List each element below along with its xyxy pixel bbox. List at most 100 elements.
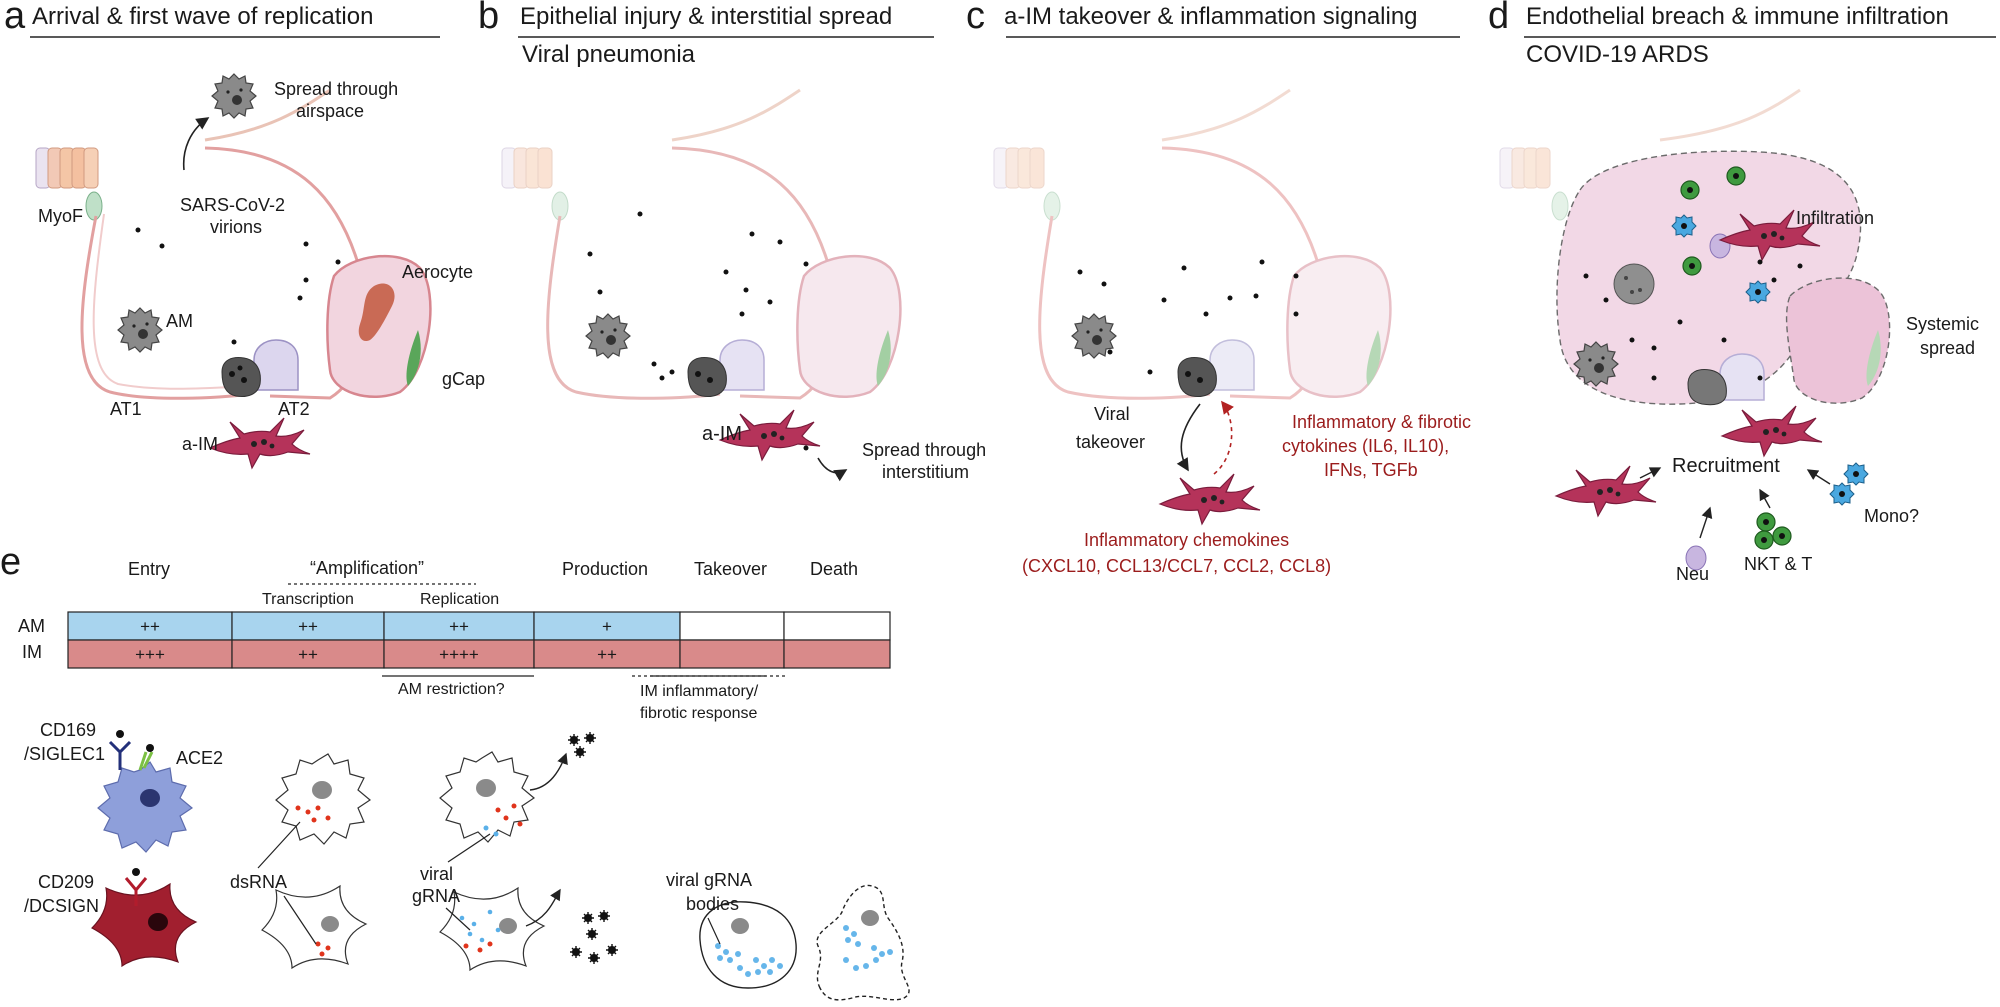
aim-label-a: a-IM xyxy=(182,434,218,454)
im-response-line2: fibrotic response xyxy=(640,705,757,722)
table-cell-value: ++ xyxy=(597,645,617,664)
am-restriction-label: AM restriction? xyxy=(398,681,505,698)
table-cell xyxy=(533,639,681,669)
panel-b: b Epithelial injury & interstitial sprea… xyxy=(478,0,986,482)
row-label-im: IM xyxy=(22,642,42,662)
myof-cell xyxy=(85,191,103,221)
at2-cell-c xyxy=(1177,339,1255,397)
panel-d-letter: d xyxy=(1488,0,1509,37)
dsrna-label: dsRNA xyxy=(230,872,287,892)
chemokines-line1: Inflammatory chemokines xyxy=(1084,530,1289,550)
neu-label: Neu xyxy=(1676,564,1709,584)
panel-c-title: a-IM takeover & inflammation signaling xyxy=(1004,3,1418,30)
cytokines-line1: Inflammatory & fibrotic xyxy=(1292,412,1471,432)
panel-a-title: Arrival & first wave of replication xyxy=(32,3,373,30)
neutrophil-recruit xyxy=(1685,545,1707,571)
panel-b-subtitle: Viral pneumonia xyxy=(522,41,696,68)
im-response-line1: IM inflammatory/ xyxy=(640,683,759,700)
airspace-virions-c xyxy=(1077,259,1299,375)
table-cell-value: ++ xyxy=(298,617,318,636)
amplification-label: “Amplification” xyxy=(310,558,424,578)
at2-label: AT2 xyxy=(278,399,310,419)
at2-cell-b xyxy=(687,339,765,397)
grna-bodies-line2: bodies xyxy=(686,894,739,914)
cd169-line1: CD169 xyxy=(40,720,96,740)
virions-line1: SARS-CoV-2 xyxy=(180,195,285,215)
viral-grna-line1: viral xyxy=(420,864,453,884)
at2-cell-d xyxy=(1687,353,1765,406)
spread-interstitium-line1: Spread through xyxy=(862,440,986,460)
panel-e: e “Amplification” Entry Transcription Re… xyxy=(0,541,910,1001)
virions-line2: virions xyxy=(210,217,262,237)
panel-a: a Arrival & first wave of replication xyxy=(4,0,485,469)
infiltration-label: Infiltration xyxy=(1796,208,1874,228)
spread-airspace-line1: Spread through xyxy=(274,79,398,99)
panel-b-letter: b xyxy=(478,0,499,37)
im-transcription-cell xyxy=(261,884,368,970)
airspace-virions-b xyxy=(587,211,809,451)
am-entry-cell xyxy=(97,730,194,853)
released-virions-im xyxy=(569,909,619,965)
im-death-cell xyxy=(816,884,910,1001)
systemic-line1: Systemic xyxy=(1906,314,1979,334)
table-cell-value: +++ xyxy=(135,645,165,664)
spread-arrow-a xyxy=(182,117,210,171)
panel-b-title: Epithelial injury & interstitial spread xyxy=(520,3,892,30)
table-cell-value: ++++ xyxy=(439,645,479,664)
epithelium-cells xyxy=(35,147,103,221)
aim-label-b: a-IM xyxy=(702,423,742,445)
stage-replication: Replication xyxy=(420,591,499,608)
damaged-cell xyxy=(1613,263,1655,305)
table-cell xyxy=(67,639,233,669)
panel-e-letter: e xyxy=(0,541,21,583)
red-blood-cell xyxy=(358,283,395,342)
epithelium-faded-c xyxy=(993,147,1061,221)
stage-takeover: Takeover xyxy=(694,559,767,579)
cytokines-line2: cytokines (IL6, IL10), xyxy=(1282,436,1449,456)
table-cell-value: ++ xyxy=(298,645,318,664)
spread-airspace-line2: airspace xyxy=(296,101,364,121)
am-transcription-cell xyxy=(275,753,372,845)
table-cell xyxy=(231,611,385,641)
cd169-line2: /SIGLEC1 xyxy=(24,744,105,764)
stage-production: Production xyxy=(562,559,648,579)
table-cell-value: ++ xyxy=(140,617,160,636)
im-entry-cell xyxy=(91,868,198,968)
cytokines-line3: IFNs, TGFb xyxy=(1324,460,1418,480)
stage-entry: Entry xyxy=(128,559,170,579)
table-cells: ++++++++++++++++++ xyxy=(67,611,891,669)
row-label-am: AM xyxy=(18,616,45,636)
alveolus-wall xyxy=(80,215,251,400)
myof-label: MyoF xyxy=(38,206,83,226)
systemic-line2: spread xyxy=(1920,338,1975,358)
panel-d: d Endothelial breach & immune infiltrati… xyxy=(1488,0,1996,584)
am-label: AM xyxy=(166,311,193,331)
aerocyte-label: Aerocyte xyxy=(402,262,473,282)
recruitment-label: Recruitment xyxy=(1672,455,1780,477)
panel-a-letter: a xyxy=(4,0,26,37)
table-cell xyxy=(783,639,891,669)
spread-interstitium-line2: interstitium xyxy=(882,462,969,482)
table-cell-value: ++ xyxy=(449,617,469,636)
chemokines-line2: (CXCL10, CCL13/CCL7, CCL2, CCL8) xyxy=(1022,556,1331,576)
leaky-capillary xyxy=(1785,277,1891,404)
table-cell xyxy=(679,611,785,641)
im-takeover-cell xyxy=(699,901,797,989)
epithelium-faded-b xyxy=(501,147,569,221)
gcap-cell xyxy=(406,330,421,386)
table-cell-value: + xyxy=(602,617,612,636)
nkt-label: NKT & T xyxy=(1744,554,1812,574)
table-cell xyxy=(783,611,891,641)
table-cell xyxy=(679,639,785,669)
panel-d-subtitle: COVID-19 ARDS xyxy=(1526,41,1709,68)
viral-takeover-line1: Viral xyxy=(1094,404,1130,424)
cd209-line1: CD209 xyxy=(38,872,94,892)
table-cell xyxy=(231,639,385,669)
airspace-virions xyxy=(135,227,341,345)
gcap-label: gCap xyxy=(442,369,485,389)
at1-label: AT1 xyxy=(110,399,142,419)
viral-grna-line2: gRNA xyxy=(412,886,460,906)
released-virions-am xyxy=(567,731,597,759)
mono-label: Mono? xyxy=(1864,506,1919,526)
